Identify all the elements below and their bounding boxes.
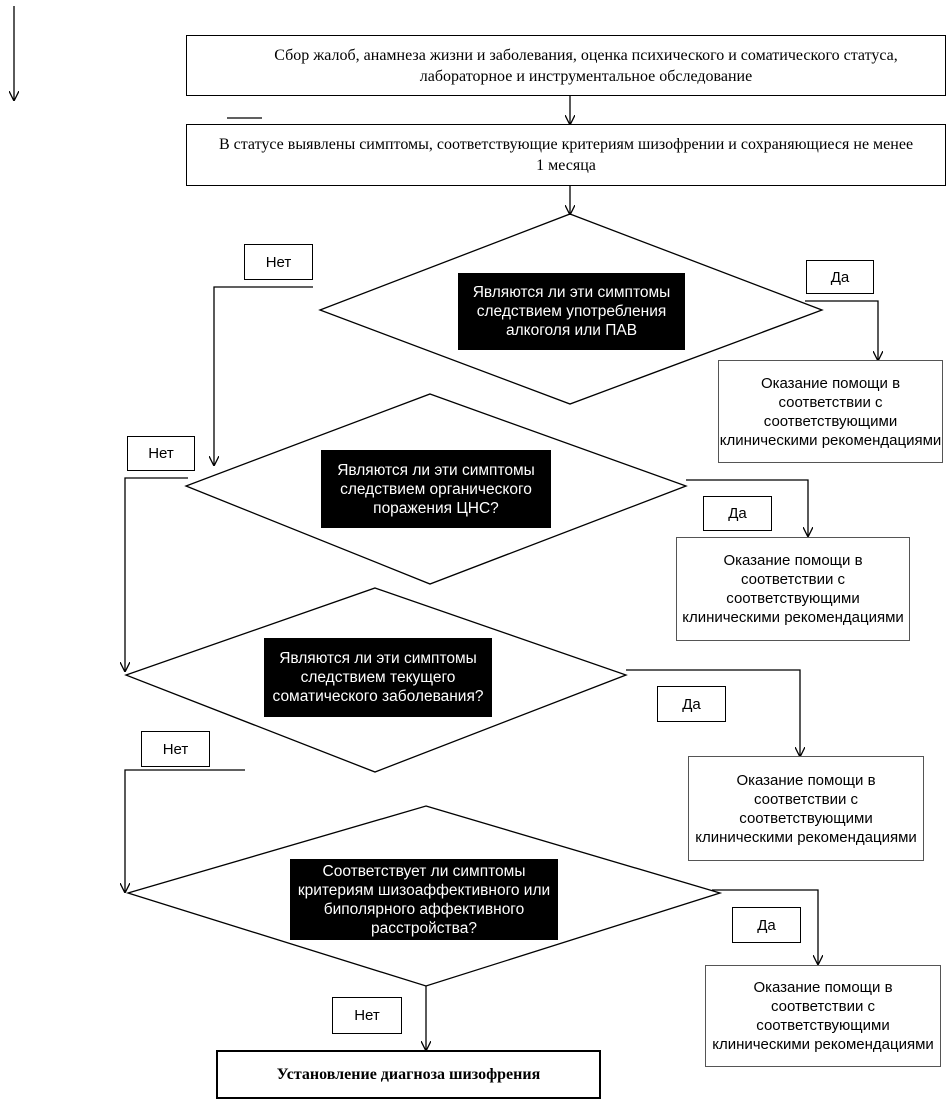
collect-text: Сбор жалоб, анамнеза жизни и заболевания… [274, 46, 898, 85]
no-label-4: Нет [332, 997, 402, 1034]
no-label-3: Нет [141, 731, 210, 767]
help-box-3: Оказание помощи в соответствии с соответ… [688, 756, 924, 861]
help-box-1: Оказание помощи в соответствии с соответ… [718, 360, 943, 463]
yes-label-2: Да [703, 496, 772, 531]
decision-diamond-1 [318, 213, 824, 405]
question-3: Являются ли эти симптомы следствием теку… [264, 638, 492, 717]
collect-box: Сбор жалоб, анамнеза жизни и заболевания… [186, 35, 946, 96]
decision-diamond-2 [184, 393, 688, 585]
help-text-1: Оказание помощи в соответствии с соответ… [719, 374, 942, 449]
no-arrow-1 [214, 286, 313, 465]
yes-label-1: Да [806, 260, 874, 294]
decision-diamond-3 [124, 587, 628, 773]
question-4: Соответствует ли симптомы критериям шизо… [290, 859, 558, 940]
question-1: Являются ли эти симптомы следствием упот… [458, 273, 685, 350]
help-box-4: Оказание помощи в соответствии с соответ… [705, 965, 941, 1067]
help-text-2: Оказание помощи в соответствии с соответ… [682, 552, 904, 626]
no-arrow-3 [125, 769, 245, 892]
no-label-1: Нет [244, 244, 313, 280]
yes-arrow-1 [805, 300, 878, 360]
final-diagnosis-box: Установление диагноза шизофрения [216, 1050, 601, 1099]
no-arrow-2 [125, 477, 188, 671]
help-box-2: Оказание помощи в соответствии с соответ… [676, 537, 910, 641]
final-diagnosis-text: Установление диагноза шизофрения [276, 1065, 541, 1083]
yes-arrow-3 [626, 669, 800, 756]
yes-arrow-2 [686, 479, 808, 536]
symptoms-text: В статусе выявлены симптомы, соответству… [218, 136, 914, 174]
yes-label-4: Да [732, 907, 801, 943]
question-2: Являются ли эти симптомы следствием орга… [321, 450, 551, 528]
no-label-2: Нет [127, 436, 195, 471]
yes-arrow-4 [712, 889, 818, 964]
yes-label-3: Да [657, 686, 726, 722]
help-text-3: Оказание помощи в соответствии с соответ… [695, 771, 917, 846]
symptoms-box: В статусе выявлены симптомы, соответству… [186, 124, 946, 186]
help-text-4: Оказание помощи в соответствии с соответ… [712, 979, 934, 1053]
